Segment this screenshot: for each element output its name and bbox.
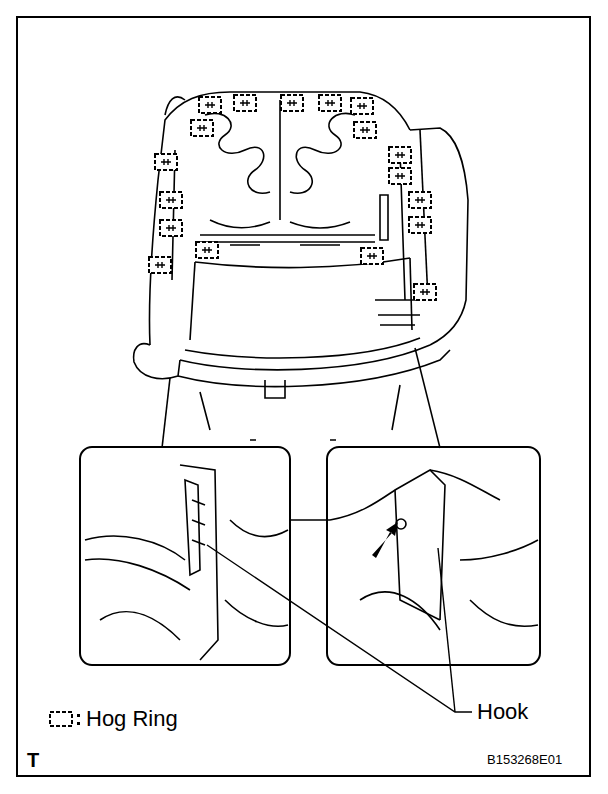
part-label: Hook [477,700,528,724]
hog-ring-symbols [149,95,436,300]
figure-code: B153268E01 [487,753,562,767]
seat-drawing [134,92,468,520]
legend-symbol [50,712,80,726]
frame-border [17,17,590,776]
inset-views [80,447,540,665]
page-marker: T [27,749,39,771]
pointer-arrow [372,522,398,558]
legend-text: Hog Ring [86,707,178,731]
leader-lines [207,545,472,712]
